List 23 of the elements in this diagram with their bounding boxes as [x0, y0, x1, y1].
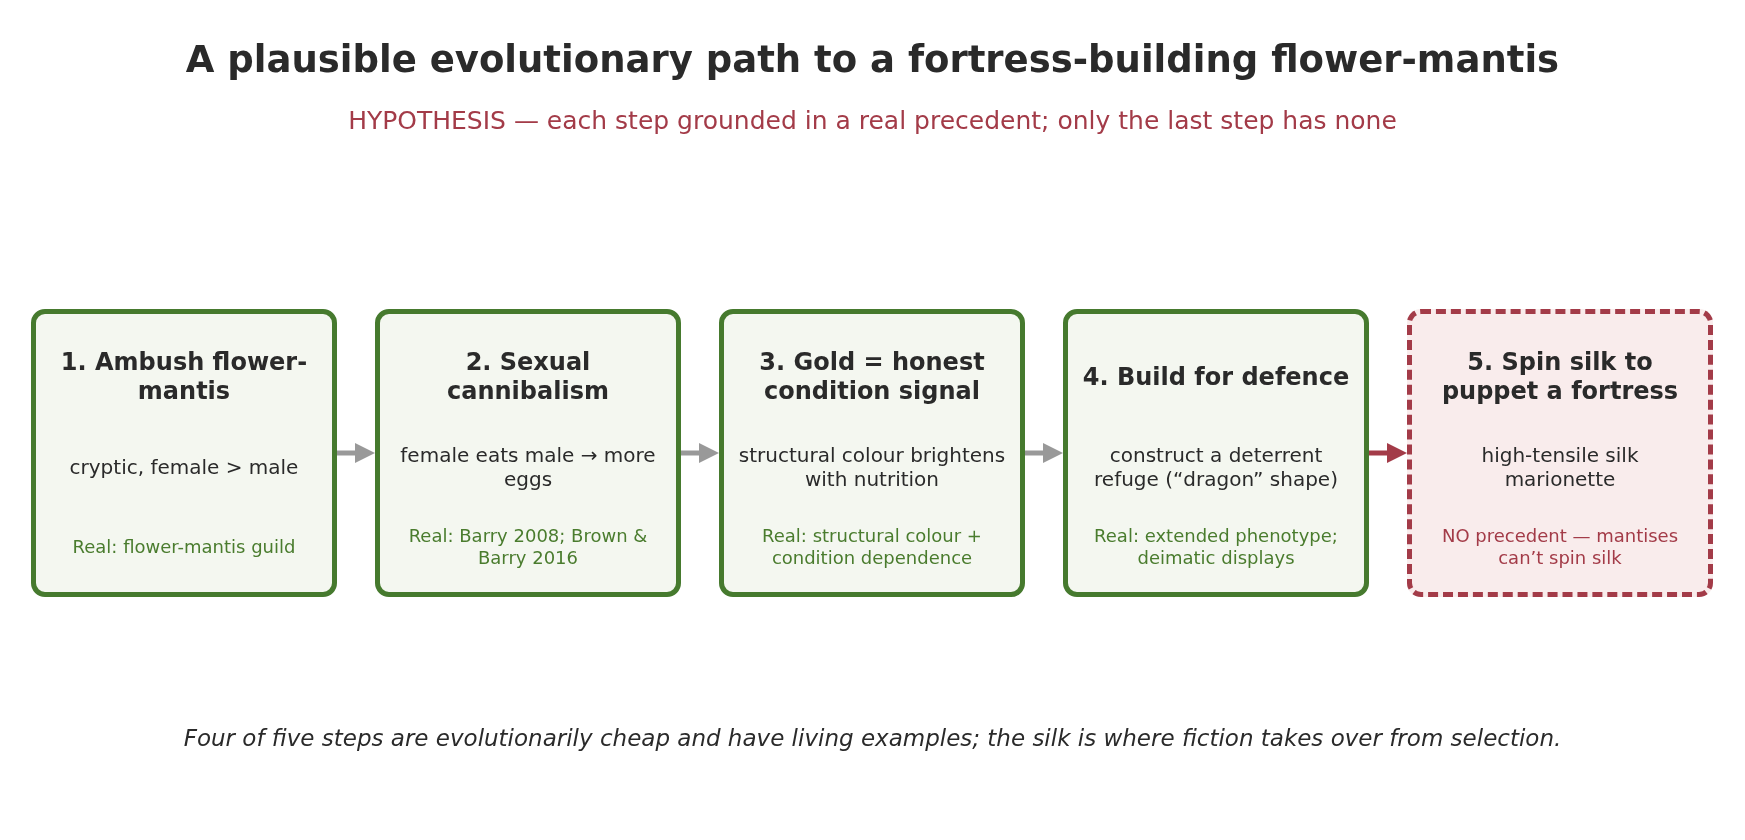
- subtitle: HYPOTHESIS — each step grounded in a real precedent; only the last step has none: [348, 106, 1397, 136]
- precedent-note: Real: Barry 2008; Brown & Barry 2016: [407, 525, 649, 569]
- precedent-note: Real: extended phenotype; deimatic displays: [1093, 525, 1339, 569]
- step-description: female eats male → more eggs: [399, 443, 657, 491]
- step-box: [375, 309, 681, 597]
- precedent-note: NO precedent — mantises can’t spin silk: [1440, 525, 1680, 569]
- caption: Four of five steps are evolutionarily cheap and have living examples; the silk is where fiction takes over from selection.: [183, 725, 1562, 753]
- step-box: [719, 309, 1025, 597]
- step-description: high-tensile silk marionette: [1480, 443, 1640, 491]
- step-description: construct a deterrent refuge (“dragon” shape): [1093, 443, 1339, 491]
- precedent-note: Real: structural colour + condition dependence: [761, 525, 983, 569]
- step-description: structural colour brightens with nutrition: [737, 443, 1007, 491]
- title: A plausible evolutionary path to a fortress-building flower-mantis: [185, 38, 1560, 83]
- step-description: cryptic, female > male: [69, 455, 299, 479]
- step-box: [1063, 309, 1369, 597]
- step-title: 5. Spin silk to puppet a fortress: [1440, 348, 1680, 406]
- step-title: 2. Sexual cannibalism: [446, 348, 610, 406]
- step-box: [31, 309, 337, 597]
- precedent-note: Real: flower-mantis guild: [72, 536, 296, 558]
- step-box: [1407, 309, 1713, 597]
- step-title: 3. Gold = honest condition signal: [758, 348, 986, 406]
- step-title: 1. Ambush flower-mantis: [59, 348, 309, 406]
- step-title: 4. Build for defence: [1082, 362, 1350, 392]
